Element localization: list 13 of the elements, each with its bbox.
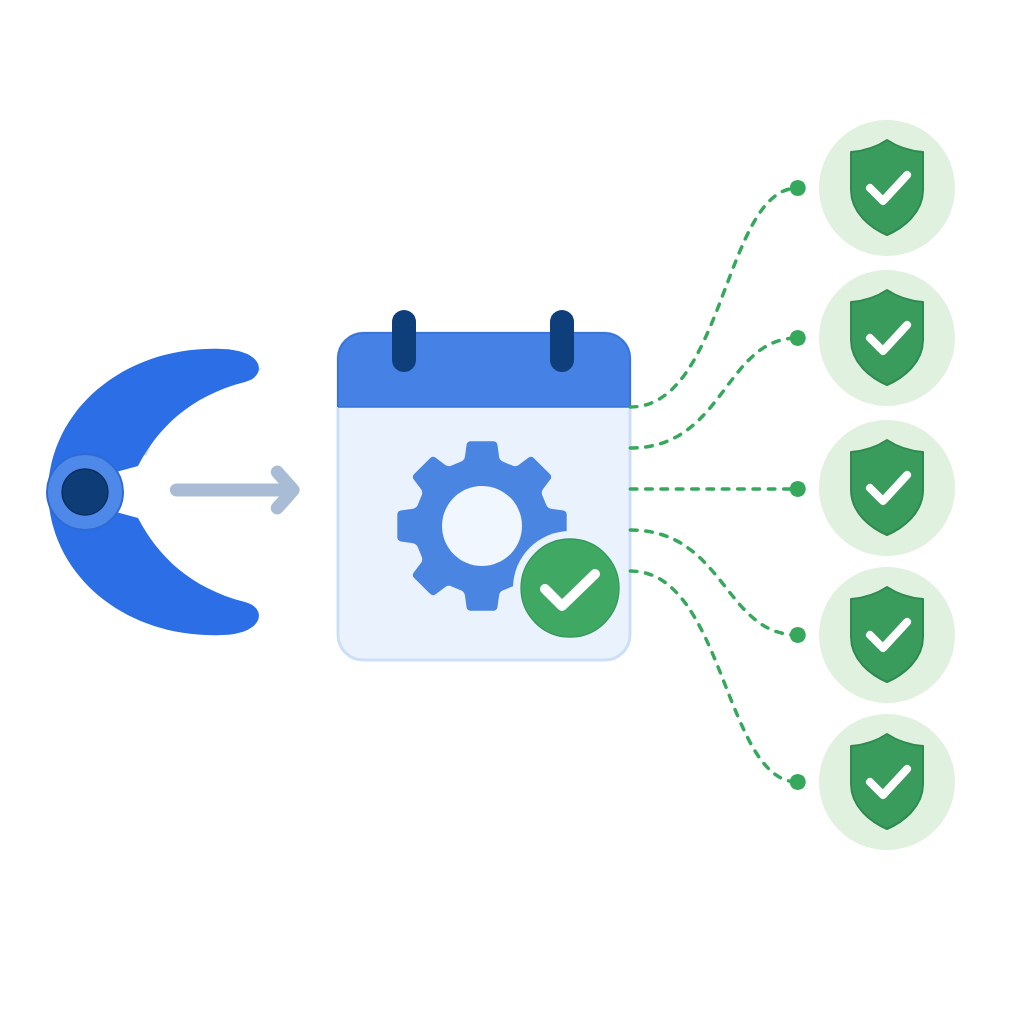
connector-line bbox=[628, 481, 806, 497]
connector-line bbox=[628, 528, 806, 643]
calendar-icon bbox=[336, 310, 632, 662]
badge-circle bbox=[819, 714, 955, 850]
connector-line bbox=[628, 569, 806, 790]
badge-circle bbox=[819, 120, 955, 256]
badge-circle bbox=[819, 420, 955, 556]
crescent-icon bbox=[46, 349, 262, 635]
arrow bbox=[169, 465, 300, 515]
badge-circle bbox=[819, 567, 955, 703]
connector-line bbox=[628, 180, 806, 409]
badge-circle bbox=[819, 270, 955, 406]
connector-line bbox=[628, 330, 806, 450]
